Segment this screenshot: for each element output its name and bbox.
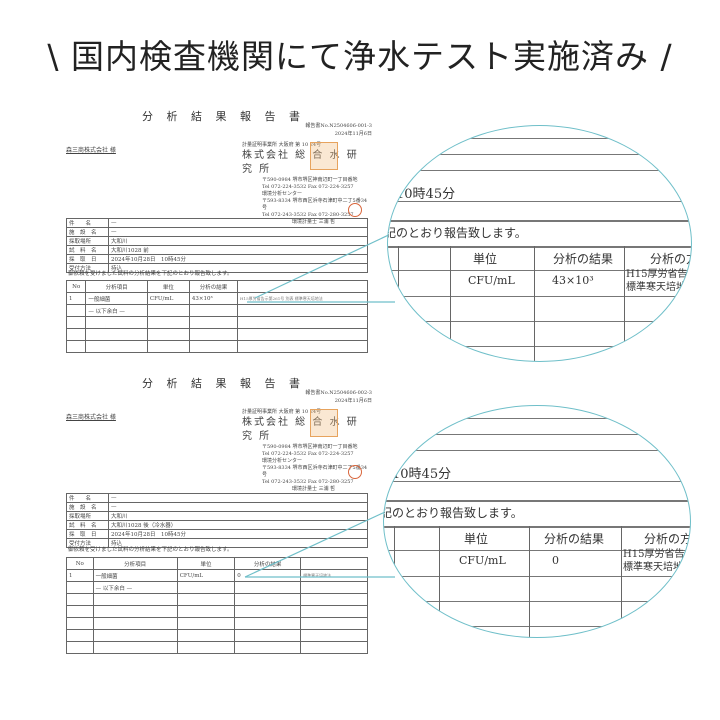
company-line: Tel 072-243-3532 Fax 072-280-3257 [262,479,354,485]
results-row: — 以下余白 — [65,304,368,317]
info-row: 受付方法持込 [66,263,368,273]
analyst-seal [348,203,362,217]
zoom-method-line-2: 標準寒天培地法 [626,282,692,293]
analyst-seal [348,465,362,479]
zoom-method: H15厚労省告示第261号 別標準寒天培地法 [626,268,692,294]
zoom-note: 記のとおり報告致します。 [387,226,527,240]
company-block: 計量証明事業所 大阪府 第 10 24号 株式会社 総 合 水 研 究 所 〒5… [242,409,372,493]
info-row: 受付方法持込 [66,538,368,548]
company-line: Tel 072-224-3532 Fax 072-224-3257 [262,451,354,457]
zoom-method-header: 分析の方 [650,252,691,266]
report-note: 御依頼を受けました試料の分析結果を下記のとおり報告致します。 [68,547,233,553]
company-line: 〒593-8334 堺市西区浜寺石津町中二丁5番34号 [262,465,368,478]
zoom-method: H15厚労省告示第261号 別標準寒天培地法 [623,548,691,574]
zoom-unit-header: 単位 [473,252,498,266]
zoom-note: 記のとおり報告致します。 [383,506,523,520]
company-line: 〒593-8334 堺市西区浜寺石津町中二丁5番34号 [262,198,368,211]
report-number: 報告書No.N2504606-001-3 [305,123,372,129]
report-date: 2024年11月6日 [334,131,372,137]
info-value: 持込 [108,263,368,273]
company-line: 〒590-0984 堺市堺区神南辺町一丁目番地 [262,177,358,183]
headline: \ 国内検査機関にて浄水テスト実施済み / [47,37,673,76]
company-name: 株式会社 総 合 水 研 究 所 [242,417,359,442]
zoom-time: 10時45分 [392,467,452,482]
company-line: Tel 072-243-3532 Fax 072-280-3257 [262,212,354,218]
callout-line-1 [254,231,396,299]
zoom-result: 0 [552,554,559,567]
report-title: 分 析 結 果 報 告 書 [142,110,305,123]
zoom-unit: CFU/mL [459,554,506,567]
zoom-method-line-1: H15厚労省告示第261号 別 [626,269,691,280]
report-title: 分 析 結 果 報 告 書 [142,377,305,390]
company-stamp [310,142,338,170]
zoom-method-header: 分析の方 [644,532,691,546]
company-stamp [310,409,338,437]
report-document-1: 分 析 結 果 報 告 書 報告書No.N2504606-001-3 2024年1… [62,108,372,358]
company-line: 環境計量士 三浦 哲 [292,486,336,492]
info-value: 持込 [108,538,368,548]
company-name: 株式会社 総 合 水 研 究 所 [242,150,359,175]
zoom-time: 10時45分 [396,187,456,202]
report-date: 2024年11月6日 [334,398,372,404]
registration: 計量証明事業所 大阪府 第 10 24号 [242,142,322,148]
zoom-result-header: 分析の結果 [544,532,605,546]
zoom-unit-header: 単位 [464,532,489,546]
company-line: 環境分析センター [262,191,303,197]
callout-line-3 [244,511,386,578]
report-number: 報告書No.N2504606-002-3 [305,390,372,396]
registration: 計量証明事業所 大阪府 第 10 24号 [242,409,322,415]
addressee: 森三商株式会社 様 [66,414,116,421]
zoom-result: 43×10³ [552,274,594,287]
addressee: 森三商株式会社 様 [66,147,116,154]
report-note: 御依頼を受けました試料の分析結果を下記のとおり報告致します。 [68,271,233,277]
magnifier-2: 10時45分 記のとおり報告致します。 単位 分析の結果 分析の方 CFU/mL… [383,405,691,638]
company-line: 環境分析センター [262,458,303,464]
company-line: Tel 072-224-3532 Fax 072-224-3257 [262,184,354,190]
zoom-result-header: 分析の結果 [553,252,614,266]
zoom-unit: CFU/mL [468,274,515,287]
zoom-method-line-2: 標準寒天培地法 [623,562,691,573]
zoom-method-line-1: H15厚労省告示第261号 別 [623,549,690,560]
info-table: 件 名—施 設 名—採取場所大和川試 料 名大和川1028 後（冷水器）採 取 … [66,493,368,548]
report-document-2: 分 析 結 果 報 告 書 報告書No.N2504606-002-3 2024年1… [62,375,372,705]
company-line: 〒590-0984 堺市堺区神南辺町一丁目番地 [262,444,358,450]
magnifier-1: 10時45分 記のとおり報告致します。 単位 分析の結果 分析の方 CFU/mL… [387,125,692,362]
